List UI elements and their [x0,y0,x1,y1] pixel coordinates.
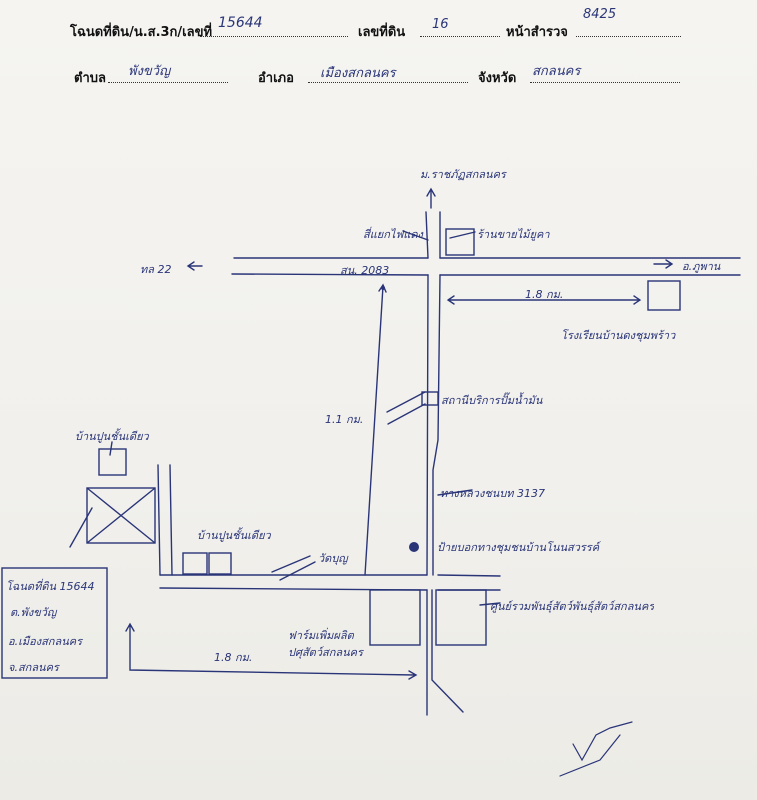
legend-box [1,567,108,679]
land-no-value: 16 [432,17,449,32]
route-dot [381,286,385,290]
distance-right-label: 1.8 กม. [525,288,564,301]
house-pointer [69,507,93,548]
deed-label: โฉนดที่ดิน/น.ส.3ก/เลขที่ [70,25,213,40]
legend-province: จ.สกลนคร [8,661,59,674]
landmark-marker [409,542,419,552]
signature-stroke-1 [572,721,633,762]
province-label: จังหวัด [478,71,517,86]
right-arrow [653,259,674,269]
district-dotted-line [308,82,468,83]
horizontal-road-bottom-edge [231,273,741,276]
village-house-box [98,448,127,476]
deed-parcel-box [86,487,156,544]
north-arrow-head [426,187,436,197]
school-label: โรงเรียนบ้านดงชุมพร้าว [561,329,676,342]
deed-parcel-cross [86,487,156,544]
north-road-label: ม.ราชภัฏสกลนคร [420,168,506,181]
signature-stroke-2 [559,734,621,777]
shop-label: ร้านขายไม้ยูคา [477,228,550,241]
district-label: อำเภอ [258,71,294,86]
center-pointer [479,602,501,606]
temple-label: วัดบุญ [318,552,348,565]
legend-title: โฉนดที่ดิน 15644 [6,580,95,593]
survey-page-dotted-line [576,36,681,37]
junction-pointer [402,230,429,241]
deed-dotted-line [200,36,348,37]
legend-subdistrict: ต.พังขวัญ [10,606,57,619]
distance-vertical-label: 1.1 กม. [325,413,364,426]
main-road-bottom [426,589,464,716]
single-house-box-1 [182,552,208,575]
shop-pointer [449,231,476,239]
junction-label: สี่แยกไฟแดง [363,228,423,241]
highway-label: ทางหลวงชนบท 3137 [440,487,546,500]
village-house-label: บ้านปูนชั้นเดียว [75,430,149,443]
gas-station-side-road [386,391,426,425]
distance-bottom-label: 1.8 กม. [214,651,253,664]
subdistrict-value: พังขวัญ [128,64,171,79]
distance-right-arrow [446,295,642,305]
province-dotted-line [530,82,680,83]
single-house-label: บ้านปูนชั้นเดียว [197,529,271,542]
land-no-label: เลขที่ดิน [358,25,406,40]
center-label: ศูนย์รวมพันธุ์สัตว์พันธุ์สัตว์สกลนคร [490,600,655,613]
farm-box [369,589,421,646]
lower-horizontal-road [159,574,501,591]
school-box [647,280,681,311]
survey-page-value: 8425 [583,7,617,22]
distance-vertical-arrow [364,283,387,576]
land-no-dotted-line [420,36,500,37]
right-road-label: อ.ภูพาน [682,260,721,273]
distance-bottom-arrow [125,622,418,680]
landmark-label: ป้ายบอกทางชุมชนบ้านโนนสวรรค์ [437,541,600,554]
route-label: สน. 2083 [340,264,390,277]
gas-station-label: สถานีบริการปั๊มน้ำมัน [441,394,543,407]
legend-district: อ.เมืองสกลนคร [8,635,82,648]
temple-side-road [271,555,316,581]
survey-page-label: หน้าสำรวจ [506,25,568,40]
subdistrict-label: ตำบล [74,71,106,86]
subdistrict-dotted-line [108,82,228,83]
left-vertical-road [157,464,173,576]
shop-box [445,228,475,256]
farm-label: ฟาร์มเพิ่มผลิต ปศุสัตว์สกลนคร [288,629,363,659]
left-arrow [186,261,203,271]
single-house-box-2 [208,552,232,575]
center-box [435,589,487,646]
province-value: สกลนคร [532,64,581,79]
main-road-top [425,211,441,259]
district-value: เมืองสกลนคร [320,66,396,81]
main-road-middle [426,274,441,576]
left-road-label: ทล 22 [140,263,172,276]
gas-station-icon [421,391,439,406]
deed-value: 15644 [218,15,263,31]
highway-pointer [437,489,473,496]
